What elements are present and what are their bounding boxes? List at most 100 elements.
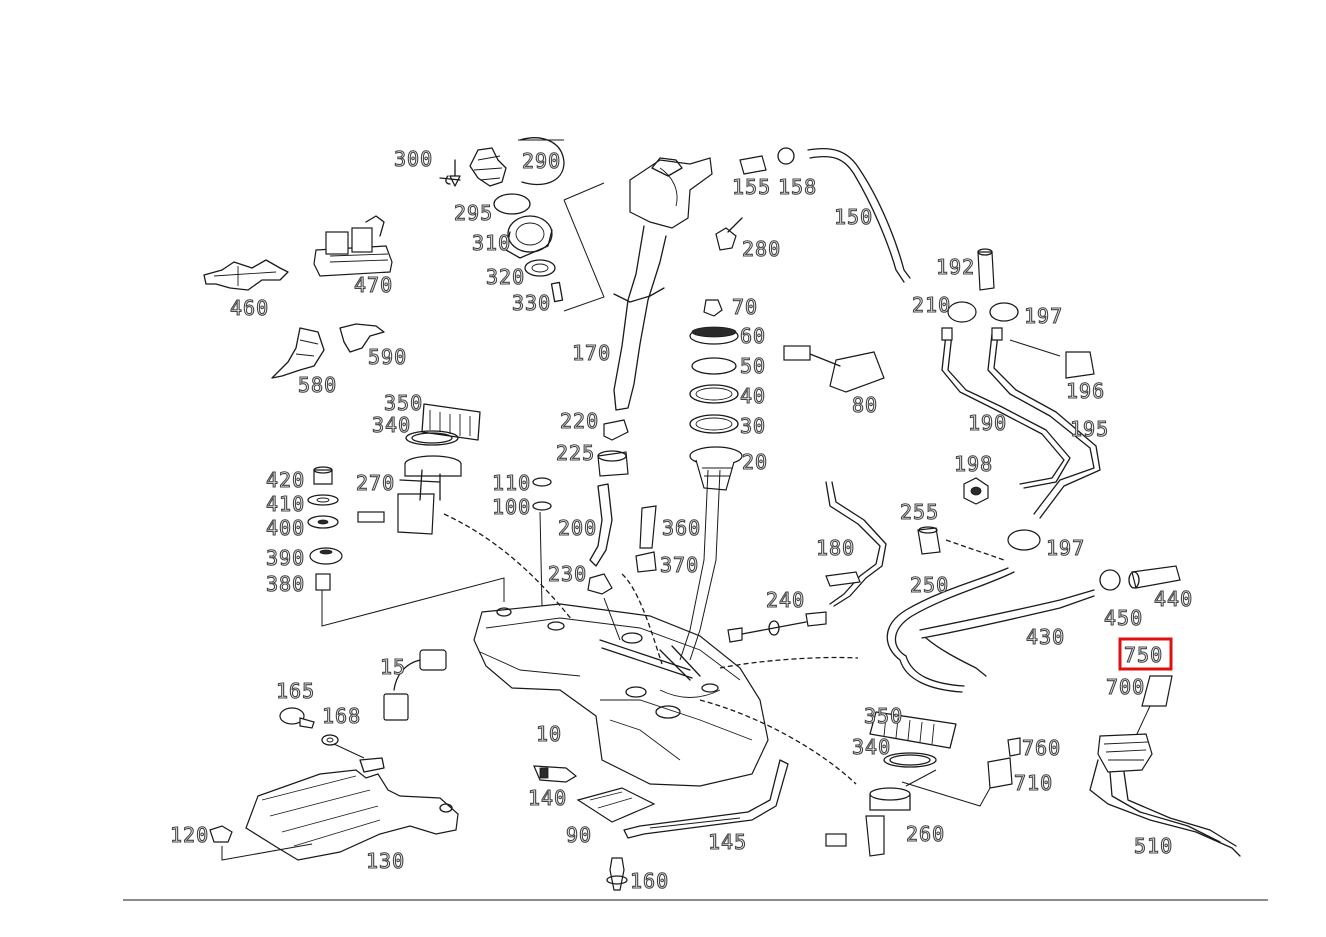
callout-190[interactable]: 190 — [967, 410, 1007, 435]
callout-197-top[interactable]: 197 — [1023, 303, 1063, 328]
callout-710-label[interactable]: 710 — [1013, 770, 1053, 795]
callout-100[interactable]: 100 — [491, 494, 531, 519]
callout-158[interactable]: 158 — [777, 174, 817, 199]
bolt-240 — [727, 611, 827, 643]
callout-40[interactable]: 40 — [739, 383, 766, 408]
callout-155[interactable]: 155 — [731, 174, 771, 199]
callout-340-left[interactable]: 340 — [371, 412, 411, 437]
callout-350-right[interactable]: 350 — [863, 703, 903, 728]
pad-90 — [576, 787, 656, 823]
callout-140[interactable]: 140 — [527, 785, 567, 810]
callout-400[interactable]: 400 — [265, 515, 305, 540]
callout-165[interactable]: 165 — [275, 678, 315, 703]
sensor-80 — [783, 345, 885, 393]
push-pin-160 — [606, 857, 628, 891]
callout-240[interactable]: 240 — [765, 587, 805, 612]
vent-hoses-200-370 — [587, 419, 657, 595]
callout-180[interactable]: 180 — [815, 535, 855, 560]
hose-150 — [739, 147, 911, 283]
callout-700[interactable]: 700 — [1105, 674, 1145, 699]
callout-160[interactable]: 160 — [629, 868, 669, 893]
hose-parts-192-210-197 — [947, 248, 1095, 379]
valve-280 — [715, 217, 743, 251]
callout-90[interactable]: 90 — [565, 822, 592, 847]
callout-220[interactable]: 220 — [559, 408, 599, 433]
callout-60[interactable]: 60 — [739, 323, 766, 348]
callout-430[interactable]: 430 — [1025, 624, 1065, 649]
nut-198 — [963, 477, 989, 505]
callout-50[interactable]: 50 — [739, 353, 766, 378]
bracket-460 — [203, 259, 289, 291]
bolt-165 — [279, 707, 365, 759]
callout-460[interactable]: 460 — [229, 295, 269, 320]
lines-250-430 — [886, 567, 1095, 693]
callout-410[interactable]: 410 — [265, 491, 305, 516]
callout-197-bottom[interactable]: 197 — [1045, 535, 1085, 560]
callout-230[interactable]: 230 — [547, 561, 587, 586]
callout-196[interactable]: 196 — [1065, 378, 1105, 403]
callout-310[interactable]: 310 — [471, 230, 511, 255]
callout-10[interactable]: 10 — [535, 721, 562, 746]
callout-590[interactable]: 590 — [367, 344, 407, 369]
filler-neck-170 — [613, 157, 713, 411]
o-rings-100-110 — [532, 477, 552, 511]
bracket-580-590 — [271, 323, 385, 379]
callout-450[interactable]: 450 — [1103, 605, 1143, 630]
sender-seal-left — [405, 403, 481, 446]
callout-120[interactable]: 120 — [169, 822, 209, 847]
callout-250-label[interactable]: 250 — [909, 572, 949, 597]
callout-580[interactable]: 580 — [297, 372, 337, 397]
filler-neck-seal-parts — [439, 137, 605, 312]
callout-360[interactable]: 360 — [661, 515, 701, 540]
callout-195[interactable]: 195 — [1069, 416, 1109, 441]
seal-stack-20-70 — [689, 299, 743, 491]
callout-170[interactable]: 170 — [571, 340, 611, 365]
callout-30[interactable]: 30 — [739, 413, 766, 438]
clamp-hose-440-450 — [1099, 565, 1181, 591]
callout-210[interactable]: 210 — [911, 292, 951, 317]
callout-440[interactable]: 440 — [1153, 586, 1193, 611]
callout-255[interactable]: 255 — [899, 499, 939, 524]
callout-340-right[interactable]: 340 — [851, 734, 891, 759]
connector-15 — [383, 649, 447, 721]
callout-370[interactable]: 370 — [659, 552, 699, 577]
callout-260-label[interactable]: 260 — [905, 821, 945, 846]
callout-150[interactable]: 150 — [833, 204, 873, 229]
callout-510[interactable]: 510 — [1133, 833, 1173, 858]
callout-200[interactable]: 200 — [557, 515, 597, 540]
washer-stack-380-420 — [307, 466, 505, 627]
line-180 — [825, 481, 887, 607]
callout-15-label[interactable]: 15 — [379, 654, 406, 679]
callout-290[interactable]: 290 — [521, 148, 561, 173]
grommet-255-197 — [917, 526, 1041, 561]
callout-390[interactable]: 390 — [265, 545, 305, 570]
callout-470[interactable]: 470 — [353, 272, 393, 297]
callout-145[interactable]: 145 — [707, 829, 747, 854]
callout-330[interactable]: 330 — [511, 290, 551, 315]
callout-labels: 300 290 295 310 320 330 155 158 150 280 … — [169, 146, 1193, 893]
fuel-pump-270 — [357, 455, 462, 535]
callout-198[interactable]: 198 — [953, 451, 993, 476]
callout-80[interactable]: 80 — [851, 392, 878, 417]
callout-420[interactable]: 420 — [265, 467, 305, 492]
callout-760[interactable]: 760 — [1021, 735, 1061, 760]
callout-225[interactable]: 225 — [555, 440, 595, 465]
callout-280[interactable]: 280 — [741, 236, 781, 261]
callout-20[interactable]: 20 — [741, 449, 768, 474]
callout-750[interactable]: 750 — [1123, 642, 1163, 667]
callout-295[interactable]: 295 — [453, 200, 493, 225]
callout-130[interactable]: 130 — [365, 848, 405, 873]
callout-110[interactable]: 110 — [491, 470, 531, 495]
callout-300[interactable]: 300 — [393, 146, 433, 171]
callout-270[interactable]: 270 — [355, 470, 395, 495]
callout-168[interactable]: 168 — [321, 703, 361, 728]
relay-module-470 — [313, 215, 393, 277]
callout-380[interactable]: 380 — [265, 571, 305, 596]
callout-320[interactable]: 320 — [485, 264, 525, 289]
callout-192[interactable]: 192 — [935, 254, 975, 279]
routing-lines — [443, 469, 859, 785]
callout-350-left[interactable]: 350 — [383, 390, 423, 415]
pump-module-260 — [825, 769, 937, 857]
callout-70[interactable]: 70 — [731, 294, 758, 319]
